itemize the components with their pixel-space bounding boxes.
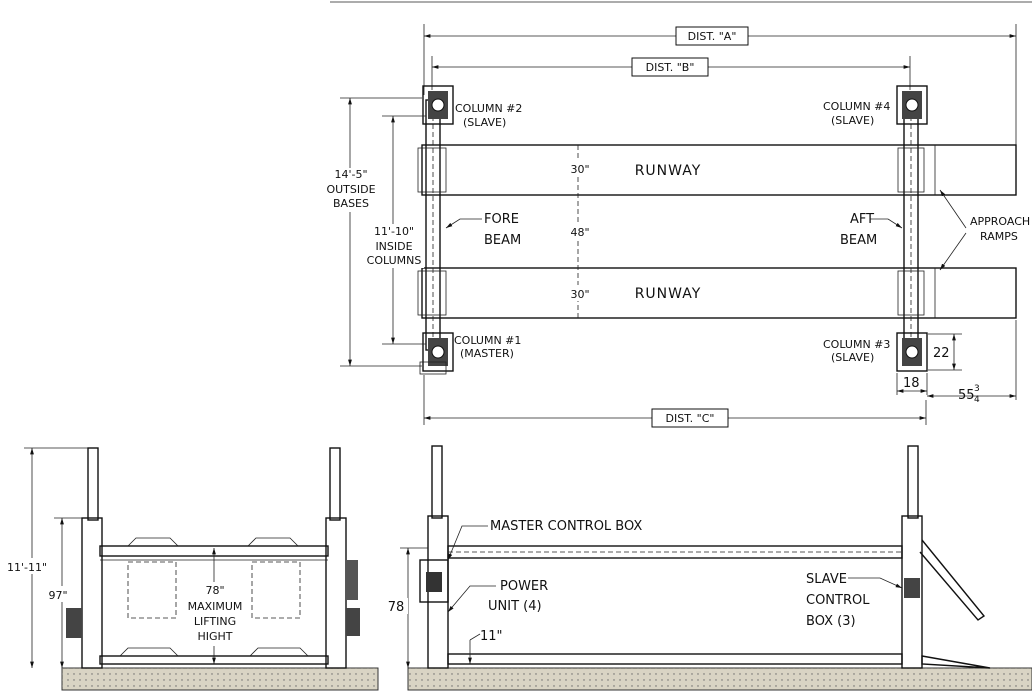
power-unit-label: POWER: [500, 579, 548, 594]
power-unit-label-2: UNIT (4): [488, 599, 542, 614]
dist-b-label: DIST. "B": [646, 61, 695, 74]
front-right-column: [325, 517, 347, 669]
column-1-role: (MASTER): [460, 347, 514, 360]
ramps-label-2: RAMPS: [980, 230, 1018, 243]
master-control-box: [419, 559, 449, 603]
runway-bottom: [421, 267, 1017, 319]
column-3: [896, 332, 928, 372]
clearance: 11": [480, 629, 503, 644]
side-right-column: [901, 515, 923, 669]
lift-l2: LIFTING: [194, 615, 236, 628]
overall-height: 11'-11": [7, 561, 47, 574]
ramp-offset: 55: [958, 388, 975, 403]
column-2-label: COLUMN #2: [455, 102, 522, 115]
aft-label: AFT: [850, 212, 874, 227]
runway-gap: 48": [570, 226, 589, 239]
fore-beam-label: BEAM: [484, 233, 521, 248]
ramp-offset-den: 4: [974, 395, 980, 405]
inside-columns-l1: INSIDE: [375, 240, 412, 253]
plan-view: DIST. "A" DIST. "B" RUNWAY RUNWAY: [326, 24, 1030, 428]
column-4: [896, 85, 928, 125]
outside-bases-l2: BASES: [333, 197, 369, 210]
slave-control-l1: SLAVE: [806, 572, 847, 587]
master-control-label: MASTER CONTROL BOX: [490, 519, 642, 534]
dist-a-box: [675, 26, 749, 46]
outside-bases-value: 14'-5": [334, 168, 367, 181]
slave-control-box: [904, 578, 920, 598]
slave-control-l3: BOX (3): [806, 614, 856, 629]
front-left-column: [81, 517, 103, 669]
column-width: 18: [903, 376, 920, 391]
runway-top: [421, 144, 1017, 196]
lift-l1: MAXIMUM: [188, 600, 243, 613]
approach-ramp-lowered: [921, 655, 991, 669]
front-elevation: 78" MAXIMUM LIFTING HIGHT 11'-11" 97": [2, 447, 379, 691]
runway-bottom-label: RUNWAY: [635, 286, 702, 302]
column-2: [422, 85, 454, 125]
column-3-label: COLUMN #3: [823, 338, 890, 351]
runway-width-bottom: 30": [570, 288, 589, 301]
dist-c-box: [651, 408, 729, 428]
column-1: [419, 332, 454, 375]
runway-width-top: 30": [570, 163, 589, 176]
column-2-role: (SLAVE): [463, 116, 506, 129]
column-3-role: (SLAVE): [831, 351, 874, 364]
ramps-label: APPROACH: [970, 215, 1030, 228]
side-elevation: 78 11" MASTER CONTROL BOX POWER UNIT (4)…: [388, 445, 1032, 691]
dist-a-label: DIST. "A": [688, 30, 737, 43]
column-1-label: COLUMN #1: [454, 334, 521, 347]
fore-label: FORE: [484, 212, 519, 227]
outside-bases-l1: OUTSIDE: [326, 183, 375, 196]
lift-l3: HIGHT: [197, 630, 232, 643]
runway-top-label: RUNWAY: [635, 163, 702, 179]
inside-columns-l2: COLUMNS: [367, 254, 422, 267]
lift-height: 78": [205, 584, 224, 597]
dist-b-box: [631, 57, 709, 77]
aft-beam-label: BEAM: [840, 233, 877, 248]
ramp-offset-num: 3: [974, 384, 980, 394]
inside-columns-value: 11'-10": [374, 225, 414, 238]
column-depth: 22: [933, 346, 950, 361]
side-height: 78: [388, 600, 405, 615]
column-4-role: (SLAVE): [831, 114, 874, 127]
column-4-label: COLUMN #4: [823, 100, 890, 113]
column-height: 97": [48, 589, 67, 602]
dist-c-label: DIST. "C": [666, 412, 715, 425]
approach-ramp-raised: [919, 539, 986, 621]
slave-control-l2: CONTROL: [806, 593, 870, 608]
